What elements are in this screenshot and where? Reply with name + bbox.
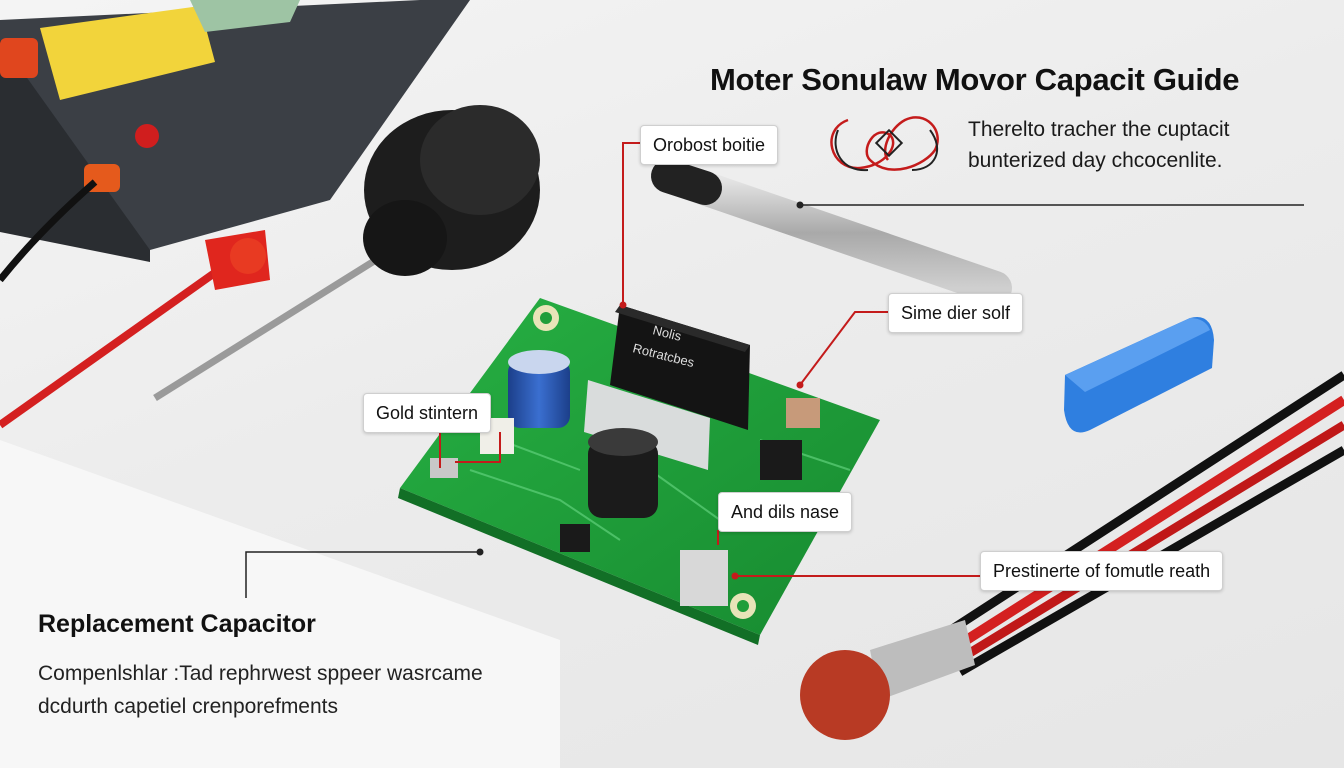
section-heading: Replacement Capacitor bbox=[38, 610, 316, 638]
intro-line-2: bunterized day chcocenlite. bbox=[968, 149, 1223, 172]
section-body: Compenlshlar :Tad rephrwest sppeer wasrc… bbox=[38, 657, 598, 723]
section-line-2: dcdurth capetiel crenporefments bbox=[38, 695, 338, 718]
intro-text: Therelto tracher the cuptacit bunterized… bbox=[968, 114, 1318, 176]
callout-center: And dils nase bbox=[718, 492, 853, 532]
crystal bbox=[680, 550, 728, 606]
probe-jack bbox=[0, 38, 38, 78]
relay-text-line1: Nolis bbox=[651, 322, 683, 344]
intro-line-1: Therelto tracher the cuptacit bbox=[968, 118, 1230, 141]
transistor bbox=[560, 524, 590, 552]
multimeter-button bbox=[135, 124, 159, 148]
white-component bbox=[584, 380, 710, 470]
callout-right-bottom: Prestinerte of fomutle reath bbox=[980, 551, 1224, 591]
ic-chip bbox=[760, 440, 802, 480]
leader-lines bbox=[245, 142, 1304, 598]
soldering-iron bbox=[153, 105, 540, 401]
black-relay: Nolis Rotratcbes bbox=[610, 305, 750, 430]
red-black-wires bbox=[800, 371, 1344, 740]
page-title: Moter Sonulaw Movor Capacit Guide bbox=[710, 62, 1240, 97]
resistor bbox=[430, 458, 458, 478]
table-foreground bbox=[0, 440, 560, 768]
callout-left: Gold stintern bbox=[363, 393, 492, 433]
multimeter-label bbox=[40, 6, 215, 100]
blue-capacitor bbox=[508, 350, 570, 428]
circuit-board: Nolis Rotratcbes bbox=[398, 298, 880, 645]
small-part bbox=[786, 398, 820, 428]
callout-top: Orobost boitie bbox=[640, 125, 779, 165]
black-capacitor bbox=[588, 428, 658, 518]
infinity-icon bbox=[830, 116, 939, 172]
multimeter bbox=[0, 0, 470, 283]
blue-eraser bbox=[1064, 316, 1214, 433]
metal-rod bbox=[651, 159, 1012, 305]
multimeter-display bbox=[190, 0, 300, 32]
callout-right-top: Sime dier solf bbox=[888, 293, 1024, 333]
red-test-probe bbox=[0, 230, 270, 429]
section-line-1: Compenlshlar :Tad rephrwest sppeer wasrc… bbox=[38, 662, 483, 685]
